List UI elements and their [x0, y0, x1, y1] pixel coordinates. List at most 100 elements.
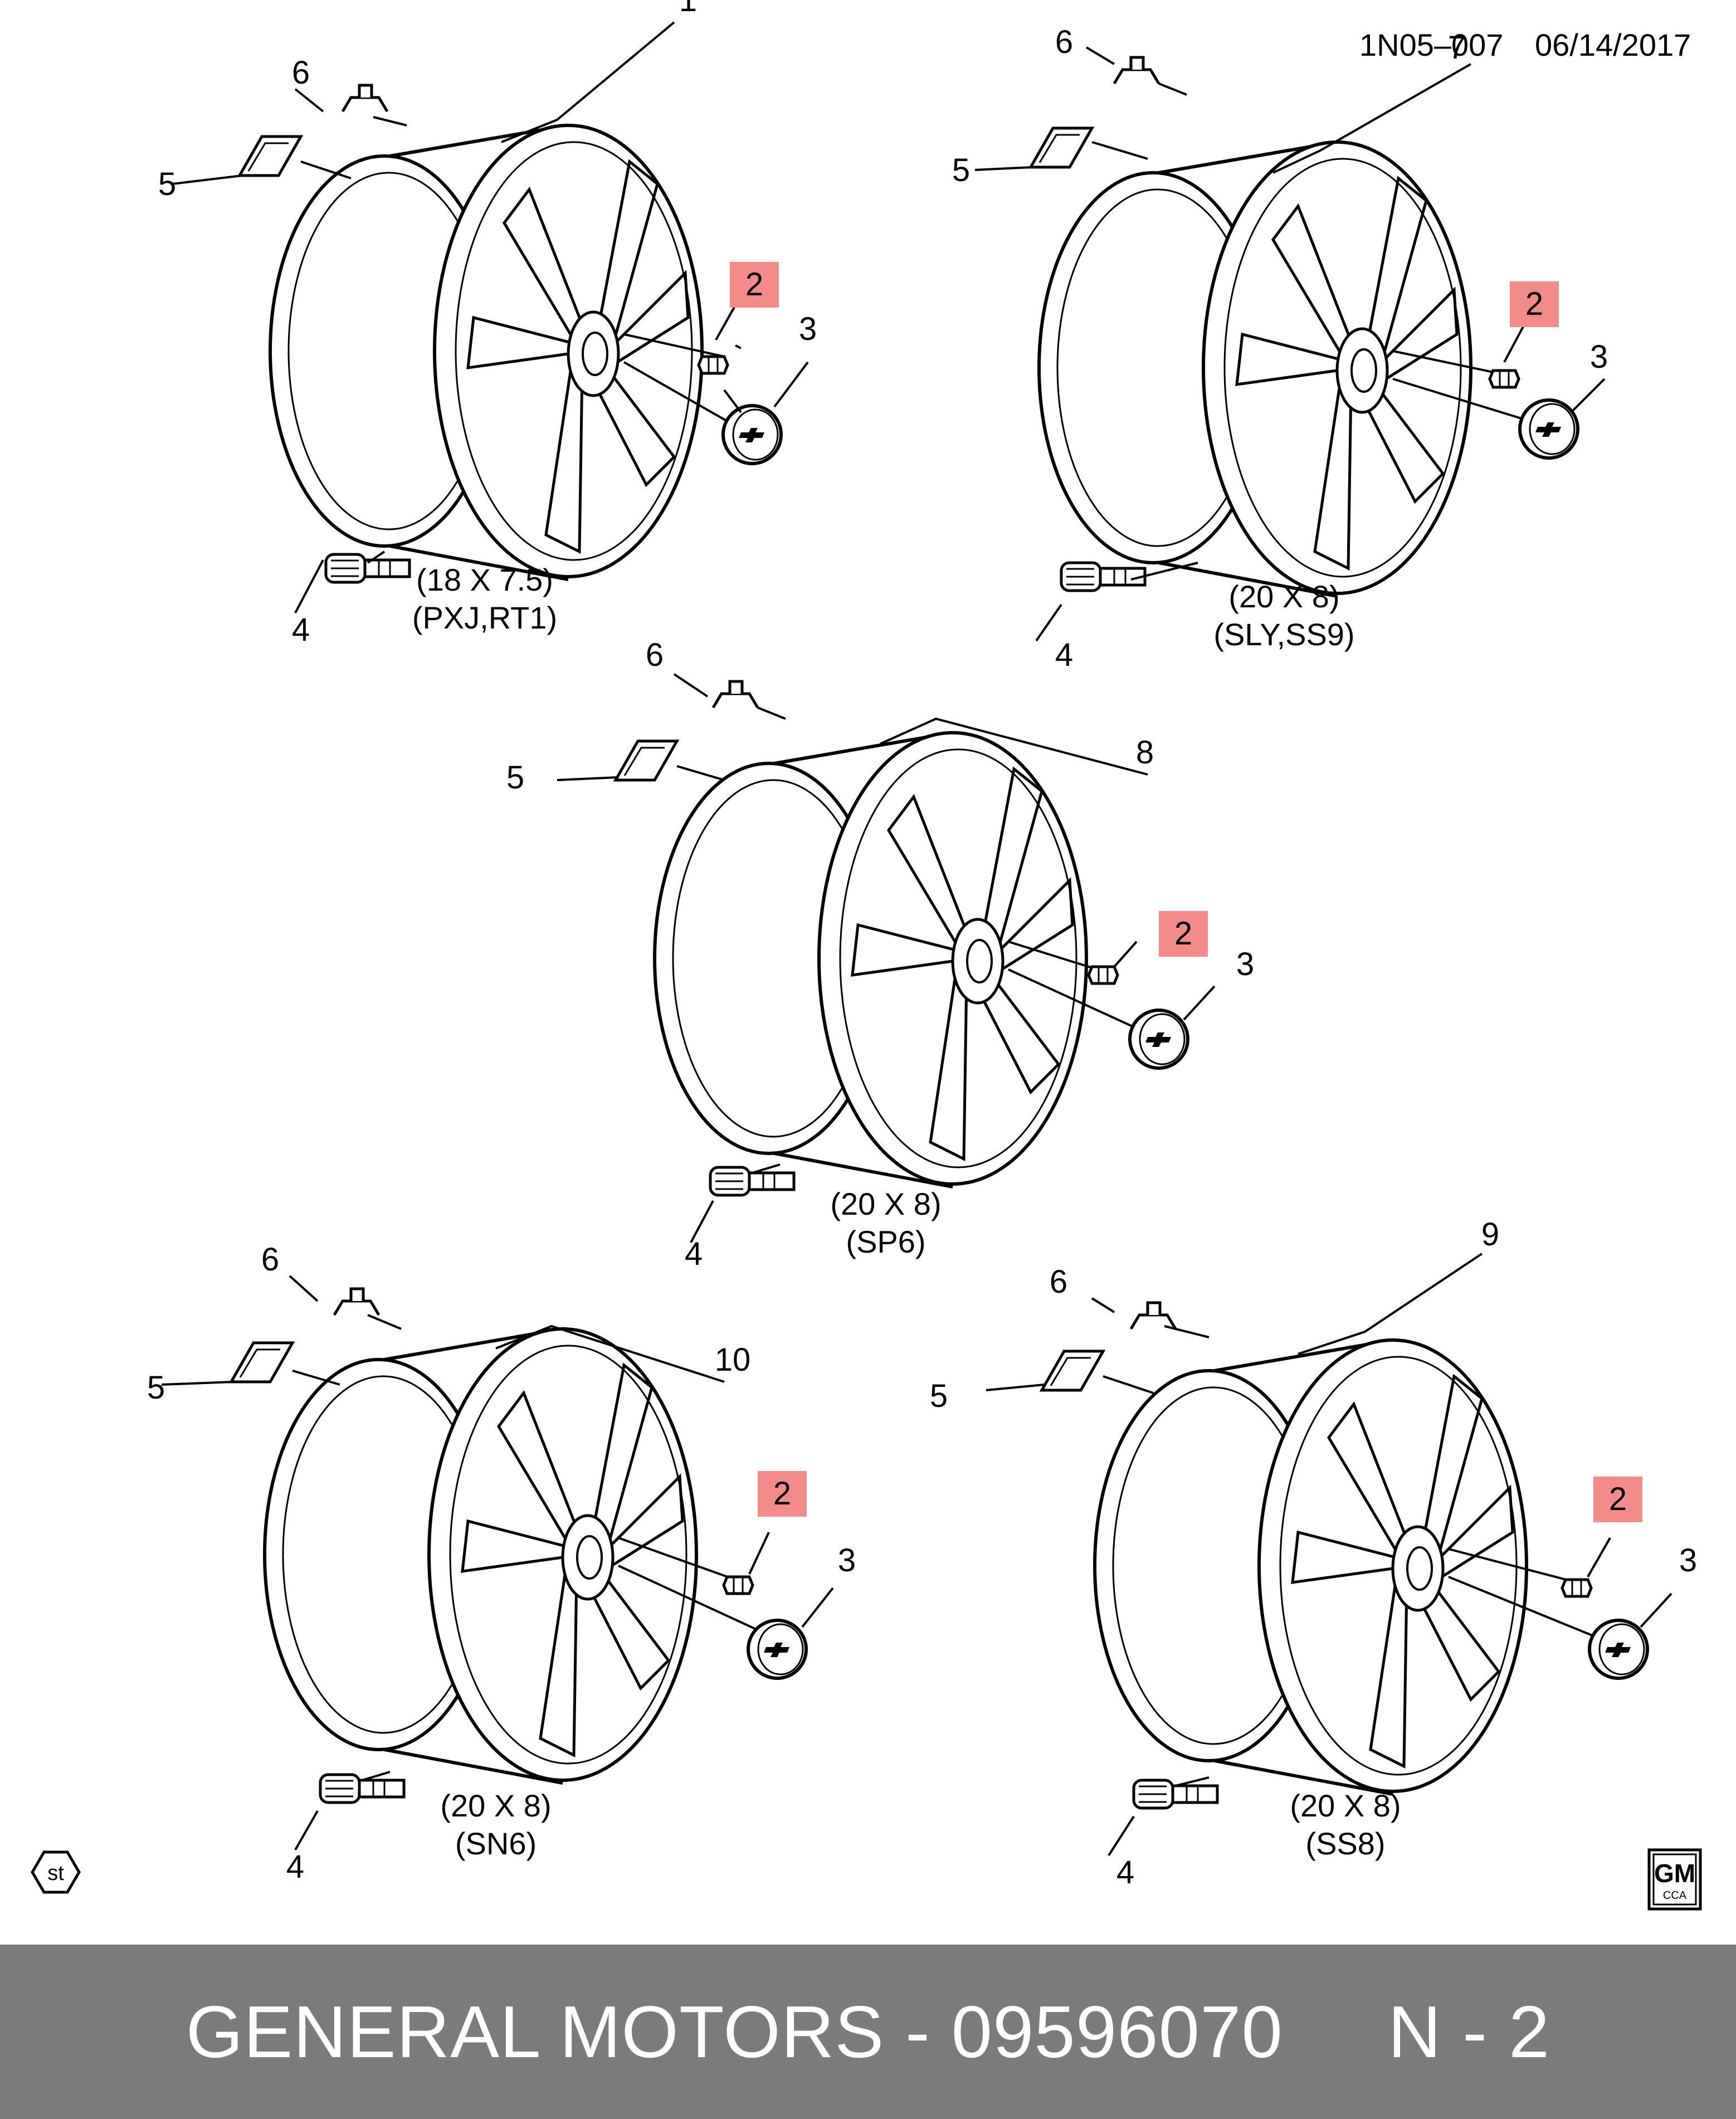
- callout-clip-weight: 6: [261, 1241, 279, 1278]
- gm-logo-subtext: CCA: [1663, 1889, 1687, 1902]
- wheel-5-drawing: [1095, 1340, 1527, 1794]
- leader-lines: [1113, 941, 1216, 1021]
- wheel-parts-diagram: 1N05–007 06/14/2017 2 3 1 6 5 4 (18 X 7.…: [31, 0, 1702, 1911]
- callout-clip-weight: 6: [646, 637, 664, 673]
- leader-lines: [623, 333, 742, 430]
- leader-lines: [1503, 320, 1606, 413]
- lug-nut-drawing: [1562, 1580, 1591, 1596]
- callout-clip-weight: 6: [1055, 24, 1073, 60]
- wheel-3-size: (20 X 8): [830, 1186, 941, 1221]
- callout-valve: 4: [292, 612, 310, 648]
- callout-nut: 2: [1174, 915, 1192, 952]
- callout-nut: 2: [745, 266, 763, 303]
- callout-wheel-part: 7: [1448, 30, 1466, 66]
- balance-weight-adhesive-drawing: [231, 1343, 292, 1382]
- leader-lines: [161, 1275, 725, 1850]
- wheel-1-codes: (PXJ,RT1): [412, 600, 557, 635]
- balance-weight-clip-drawing: [334, 1289, 379, 1315]
- callout-clip-weight: 6: [1050, 1264, 1067, 1300]
- balance-weight-adhesive-drawing: [616, 741, 677, 780]
- hub-cap-drawing: [723, 406, 781, 464]
- leader-lines: [1008, 941, 1143, 1032]
- wheel-3-codes: (SP6): [846, 1224, 925, 1259]
- diagram-date: 06/14/2017: [1535, 27, 1691, 62]
- lug-nut-drawing: [724, 1577, 753, 1594]
- hub-cap-drawing: [1130, 1010, 1188, 1068]
- wheel-3-drawing: [655, 733, 1086, 1187]
- callout-cap: 3: [799, 311, 817, 347]
- balance-weight-clip-drawing: [713, 681, 758, 708]
- callout-wheel-part: 9: [1481, 1216, 1499, 1253]
- callout-adhesive-weight: 5: [158, 166, 176, 202]
- wheel-2-size: (20 X 8): [1228, 579, 1339, 614]
- gm-logo-icon: GM CCA: [1647, 1848, 1702, 1911]
- valve-stem-drawing: [710, 1167, 794, 1195]
- lug-nut-drawing: [699, 357, 728, 373]
- callout-nut: 2: [1609, 1481, 1627, 1517]
- callout-valve: 4: [1055, 637, 1073, 673]
- wheel-group-1: 2 3 1 6 5 4 (18 X 7.5) (PXJ,RT1): [158, 0, 817, 648]
- wheel-group-4: 2 3 10 6 5 4 (20 X 8) (SN6): [147, 1241, 856, 1885]
- leader-lines: [618, 1537, 764, 1634]
- callout-highlight: [730, 262, 779, 308]
- wheel-1-drawing: [270, 125, 702, 579]
- leader-lines: [748, 1532, 834, 1628]
- wheel-group-3: 2 3 8 6 5 4 (20 X 8) (SP6): [506, 637, 1254, 1272]
- leader-lines: [1587, 1537, 1672, 1628]
- callout-wheel-part: 10: [715, 1342, 751, 1378]
- gm-logo-text: GM: [1654, 1859, 1695, 1888]
- st-badge-label: st: [47, 1862, 64, 1885]
- callout-valve: 4: [286, 1849, 304, 1885]
- callout-wheel-part: 1: [679, 0, 697, 18]
- wheel-group-2: 2 3 7 6 5 4 (20 X 8) (SLY,SS9): [952, 24, 1608, 673]
- wheel-4-codes: (SN6): [455, 1826, 537, 1861]
- st-badge-icon: st: [31, 1850, 81, 1894]
- wheel-2-codes: (SLY,SS9): [1213, 617, 1354, 652]
- leader-lines: [557, 673, 1148, 1243]
- callout-nut: 2: [773, 1475, 791, 1512]
- wheel-5-size: (20 X 8): [1290, 1788, 1401, 1823]
- callout-cap: 3: [838, 1542, 856, 1579]
- lug-nut-drawing: [1490, 371, 1519, 387]
- callout-highlight: [1510, 281, 1559, 327]
- leader-lines: [715, 295, 809, 408]
- footer-bar: GENERAL MOTORS - 09596070 N - 2: [0, 1945, 1736, 2119]
- balance-weight-clip-drawing: [343, 85, 387, 111]
- callout-clip-weight: 6: [292, 55, 310, 91]
- callout-highlight: [1593, 1477, 1642, 1522]
- callout-adhesive-weight: 5: [147, 1370, 165, 1406]
- callout-adhesive-weight: 5: [506, 759, 524, 796]
- leader-lines: [1392, 350, 1538, 425]
- balance-weight-clip-drawing: [1114, 57, 1159, 84]
- hub-cap-drawing: [1589, 1620, 1647, 1678]
- balance-weight-adhesive-drawing: [240, 137, 301, 176]
- leader-lines: [986, 1253, 1483, 1857]
- callout-adhesive-weight: 5: [930, 1378, 948, 1414]
- wheel-group-5: 2 3 9 6 5 4 (20 X 8) (SS8): [930, 1216, 1697, 1891]
- valve-stem-drawing: [1134, 1780, 1217, 1808]
- valve-stem-drawing: [320, 1775, 404, 1803]
- callout-adhesive-weight: 5: [952, 152, 970, 188]
- hub-cap-drawing: [748, 1620, 806, 1678]
- balance-weight-clip-drawing: [1131, 1303, 1176, 1329]
- callout-cap: 3: [1590, 339, 1608, 375]
- valve-stem-drawing: [326, 554, 409, 582]
- valve-stem-drawing: [1061, 563, 1145, 591]
- callout-cap: 3: [1236, 946, 1254, 982]
- wheel-2-drawing: [1039, 142, 1471, 596]
- lug-nut-drawing: [1089, 967, 1118, 983]
- leader-lines: [1448, 1548, 1600, 1639]
- callout-cap: 3: [1679, 1542, 1697, 1579]
- hub-cap-drawing: [1520, 400, 1578, 458]
- callout-valve: 4: [685, 1236, 703, 1272]
- callout-nut: 2: [1525, 286, 1543, 322]
- diagram-id: 1N05–007: [1359, 27, 1503, 62]
- balance-weight-adhesive-drawing: [1042, 1351, 1103, 1390]
- wheel-5-codes: (SS8): [1305, 1826, 1385, 1861]
- balance-weight-adhesive-drawing: [1031, 128, 1092, 167]
- callout-wheel-part: 8: [1136, 734, 1154, 771]
- leader-lines: [172, 21, 742, 613]
- leader-lines: [974, 46, 1471, 642]
- wheel-1-size: (18 X 7.5): [416, 562, 553, 597]
- wheel-4-drawing: [265, 1329, 696, 1783]
